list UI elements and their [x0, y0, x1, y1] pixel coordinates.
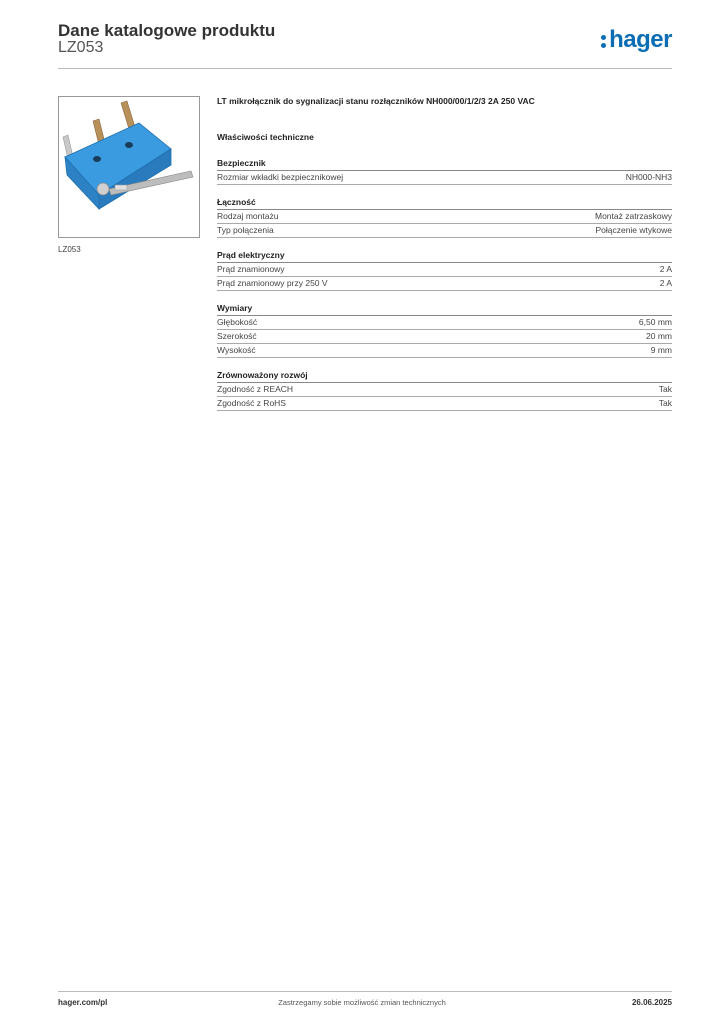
spec-label: Szerokość — [217, 331, 257, 341]
hager-logo[interactable]: hager — [601, 28, 672, 52]
product-image-frame — [58, 96, 200, 238]
image-caption: LZ053 — [58, 245, 81, 254]
spec-value: 6,50 mm — [638, 317, 672, 327]
footer-website-link[interactable]: hager.com/pl — [58, 998, 108, 1007]
spec-label: Zgodność z REACH — [217, 384, 294, 394]
logo-dots-icon — [601, 35, 607, 51]
header-divider — [58, 68, 672, 69]
spec-value: 9 mm — [650, 345, 672, 355]
section-dimensions: Wymiary Głębokość 6,50 mm Szerokość 20 m… — [217, 303, 672, 358]
page-title: Dane katalogowe produktu — [58, 21, 276, 40]
spec-row: Rozmiar wkładki bezpiecznikowej NH000-NH… — [217, 171, 672, 185]
spec-value: Tak — [658, 384, 672, 394]
section-title: Bezpiecznik — [217, 158, 672, 171]
spec-label: Rodzaj montażu — [217, 211, 279, 221]
spec-label: Wysokość — [217, 345, 256, 355]
spec-value: NH000-NH3 — [625, 172, 672, 182]
section-fuse: Bezpiecznik Rozmiar wkładki bezpieczniko… — [217, 158, 672, 185]
spec-value: Montaż zatrzaskowy — [595, 211, 672, 221]
section-title: Łączność — [217, 197, 672, 210]
section-connectivity: Łączność Rodzaj montażu Montaż zatrzasko… — [217, 197, 672, 238]
section-title: Wymiary — [217, 303, 672, 316]
spec-row: Typ połączenia Połączenie wtykowe — [217, 224, 672, 238]
spec-label: Głębokość — [217, 317, 258, 327]
spec-label: Prąd znamionowy przy 250 V — [217, 278, 328, 288]
spec-row: Prąd znamionowy przy 250 V 2 A — [217, 277, 672, 291]
spec-row: Zgodność z RoHS Tak — [217, 397, 672, 411]
spec-value: 20 mm — [646, 331, 672, 341]
spec-label: Rozmiar wkładki bezpiecznikowej — [217, 172, 344, 182]
product-description: LT mikrołącznik do sygnalizacji stanu ro… — [217, 96, 535, 106]
footer-divider — [58, 991, 672, 992]
product-code: LZ053 — [58, 39, 104, 56]
spec-value: 2 A — [659, 278, 672, 288]
logo-text: hager — [609, 26, 672, 53]
spec-row: Zgodność z REACH Tak — [217, 383, 672, 397]
section-sustainability: Zrównoważony rozwój Zgodność z REACH Tak… — [217, 370, 672, 411]
spec-label: Typ połączenia — [217, 225, 274, 235]
microswitch-product-image — [62, 100, 194, 211]
properties-heading: Właściwości techniczne — [217, 132, 314, 142]
section-title: Zrównoważony rozwój — [217, 370, 672, 383]
spec-row: Wysokość 9 mm — [217, 344, 672, 358]
spec-label: Prąd znamionowy — [217, 264, 285, 274]
spec-row: Rodzaj montażu Montaż zatrzaskowy — [217, 210, 672, 224]
technical-data: LT mikrołącznik do sygnalizacji stanu ro… — [217, 96, 672, 423]
spec-row: Głębokość 6,50 mm — [217, 316, 672, 330]
spec-row: Szerokość 20 mm — [217, 330, 672, 344]
spec-value: Połączenie wtykowe — [595, 225, 672, 235]
footer-date: 26.06.2025 — [631, 998, 672, 1007]
footer-disclaimer: Zastrzegamy sobie możliwość zmian techni… — [278, 998, 446, 1007]
spec-row: Prąd znamionowy 2 A — [217, 263, 672, 277]
spec-value: 2 A — [659, 264, 672, 274]
spec-label: Zgodność z RoHS — [217, 398, 286, 408]
spec-value: Tak — [658, 398, 672, 408]
section-electrical-current: Prąd elektryczny Prąd znamionowy 2 A Prą… — [217, 250, 672, 291]
section-title: Prąd elektryczny — [217, 250, 672, 263]
